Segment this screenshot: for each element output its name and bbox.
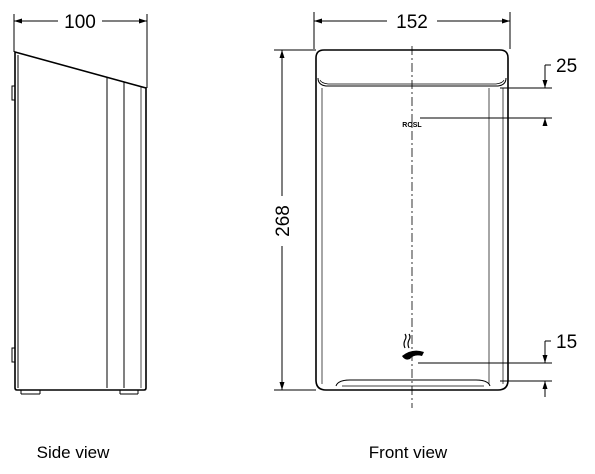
front-height-dimension: 268 (273, 49, 316, 391)
front-width-label: 152 (396, 12, 428, 33)
front-body-outline (315, 46, 509, 408)
top-offset-label: 25 (556, 56, 577, 77)
side-body-outline (11, 50, 147, 395)
side-width-label: 100 (64, 12, 96, 33)
top-offset-dimension: 25 (420, 56, 577, 126)
front-width-dimension: 152 (313, 12, 511, 49)
bottom-offset-dimension: 15 (418, 332, 577, 397)
hand-sensor-icon (402, 333, 424, 360)
front-height-label: 268 (273, 205, 294, 237)
side-width-dimension: 100 (13, 12, 148, 88)
side-view-caption: Side view (37, 443, 110, 462)
front-view: 152 268 ROSL (273, 12, 577, 462)
front-view-caption: Front view (369, 443, 448, 462)
bottom-offset-label: 15 (556, 332, 577, 353)
side-view: 100 Side view (11, 12, 148, 462)
front-logo: ROSL (402, 122, 422, 129)
